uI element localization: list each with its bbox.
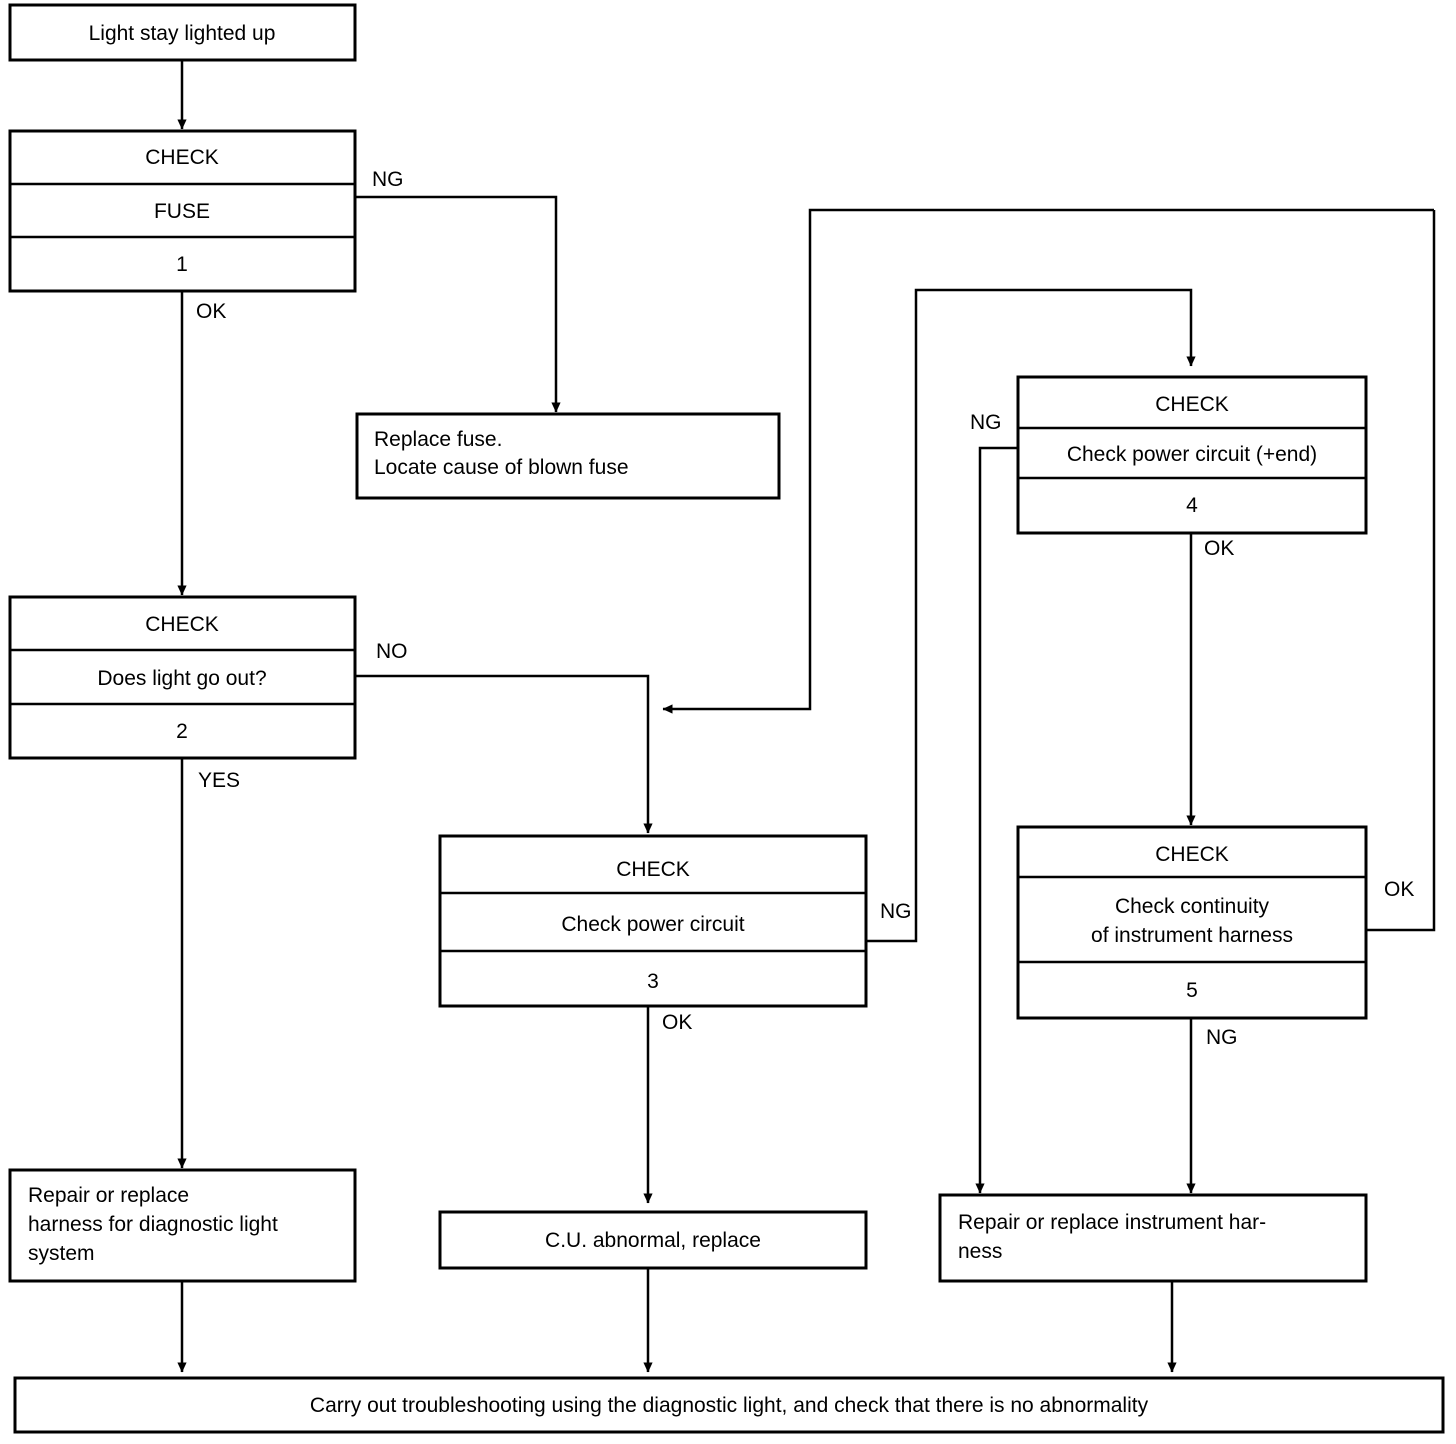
node-replace-fuse-line2: Locate cause of blown fuse	[374, 456, 629, 479]
edge-label-check5-ng: NG	[1206, 1026, 1238, 1049]
node-check5-body-line2: of instrument harness	[1091, 924, 1293, 947]
node-repair-diagnostic-harness[interactable]: Repair or replace harness for diagnostic…	[8, 1168, 357, 1283]
node-repair-instrument-harness[interactable]: Repair or replace instrument har- ness	[938, 1193, 1368, 1283]
node-repair-instrument-line1: Repair or replace instrument har-	[958, 1211, 1266, 1234]
edge-label-check4-ng: NG	[970, 411, 1002, 434]
node-check5-header: CHECK	[1155, 843, 1229, 866]
node-check2[interactable]: CHECK Does light go out? 2	[8, 595, 357, 760]
node-check5[interactable]: CHECK Check continuity of instrument har…	[1016, 825, 1368, 1020]
edge-label-check5-ok: OK	[1384, 878, 1414, 901]
node-check1[interactable]: CHECK FUSE 1	[8, 129, 357, 293]
edge-label-check3-ok: OK	[662, 1011, 692, 1034]
node-repair-diagnostic-line3: system	[28, 1242, 95, 1265]
node-start-label: Light stay lighted up	[89, 22, 276, 45]
node-check4-number: 4	[1186, 494, 1198, 517]
node-check4-body: Check power circuit (+end)	[1067, 443, 1317, 466]
edge-label-check1-ok: OK	[196, 300, 226, 323]
edge-loop-to-check3-merge	[662, 208, 1434, 714]
edge-label-check3-ng: NG	[880, 900, 912, 923]
node-repair-diagnostic-line1: Repair or replace	[28, 1184, 189, 1207]
node-check4[interactable]: CHECK Check power circuit (+end) 4	[1016, 375, 1368, 535]
node-cu-abnormal-label: C.U. abnormal, replace	[545, 1229, 761, 1252]
node-replace-fuse[interactable]: Replace fuse. Locate cause of blown fuse	[355, 412, 781, 500]
node-repair-instrument-line2: ness	[958, 1240, 1002, 1263]
node-check1-body: FUSE	[154, 200, 210, 223]
node-check1-header: CHECK	[145, 146, 219, 169]
edge-check5-ok-to-right-rail	[1366, 210, 1436, 932]
edge-label-check4-ok: OK	[1204, 537, 1234, 560]
node-check2-number: 2	[176, 720, 188, 743]
node-check3-header: CHECK	[616, 858, 690, 881]
edge-check1-ng-to-replace-fuse	[356, 195, 561, 413]
node-check2-body: Does light go out?	[97, 667, 266, 690]
node-check5-body-line1: Check continuity	[1115, 895, 1270, 918]
edge-label-check2-no: NO	[376, 640, 408, 663]
node-final-instruction[interactable]: Carry out troubleshooting using the diag…	[13, 1376, 1445, 1434]
node-check3-body: Check power circuit	[561, 913, 744, 936]
edge-check3-ng-to-check4	[866, 288, 1196, 943]
edge-check2-no-to-check3	[356, 674, 653, 834]
node-cu-abnormal[interactable]: C.U. abnormal, replace	[438, 1210, 868, 1270]
edge-label-check2-yes: YES	[198, 769, 240, 792]
node-check2-header: CHECK	[145, 613, 219, 636]
node-check1-number: 1	[176, 253, 188, 276]
edge-check4-ng-to-repair-instrument	[975, 446, 1018, 1194]
edge-label-check1-ng: NG	[372, 168, 404, 191]
node-replace-fuse-line1: Replace fuse.	[374, 428, 502, 451]
node-check3[interactable]: CHECK Check power circuit 3	[438, 834, 868, 1008]
node-repair-diagnostic-line2: harness for diagnostic light	[28, 1213, 278, 1236]
node-start[interactable]: Light stay lighted up	[8, 3, 357, 62]
node-check4-header: CHECK	[1155, 393, 1229, 416]
node-final-label: Carry out troubleshooting using the diag…	[310, 1394, 1149, 1417]
node-check5-number: 5	[1186, 979, 1198, 1002]
node-check3-number: 3	[647, 970, 659, 993]
